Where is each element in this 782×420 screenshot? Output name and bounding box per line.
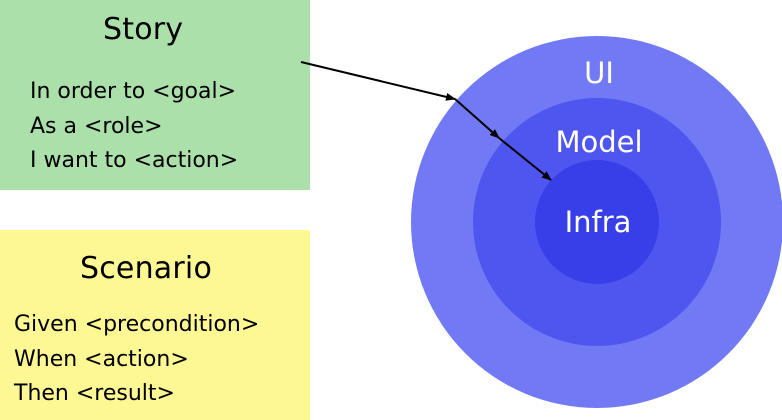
model-layer-label: Model xyxy=(555,125,642,159)
arrow-ui-to-model xyxy=(454,98,500,139)
scenario-lines: Given <precondition> When <action> Then … xyxy=(14,308,259,412)
scenario-line-then: Then <result> xyxy=(14,381,175,406)
story-title: Story xyxy=(103,12,184,47)
infra-layer-circle xyxy=(535,160,659,284)
story-card: Story In order to <goal> As a <role> I w… xyxy=(0,0,310,190)
ui-layer-label: UI xyxy=(584,56,614,90)
arrow-story-to-ui xyxy=(300,61,456,101)
story-lines: In order to <goal> As a <role> I want to… xyxy=(30,75,238,179)
story-line-action: I want to <action> xyxy=(30,148,239,173)
scenario-title: Scenario xyxy=(80,251,213,286)
arrow-model-to-infra xyxy=(498,137,552,181)
infra-layer-label: Infra xyxy=(565,205,632,239)
story-line-goal: In order to <goal> xyxy=(30,79,237,104)
scenario-line-when: When <action> xyxy=(14,346,189,372)
scenario-card: Scenario Given <precondition> When <acti… xyxy=(0,230,310,420)
scenario-line-given: Given <precondition> xyxy=(14,312,260,337)
story-line-role: As a <role> xyxy=(30,113,163,139)
